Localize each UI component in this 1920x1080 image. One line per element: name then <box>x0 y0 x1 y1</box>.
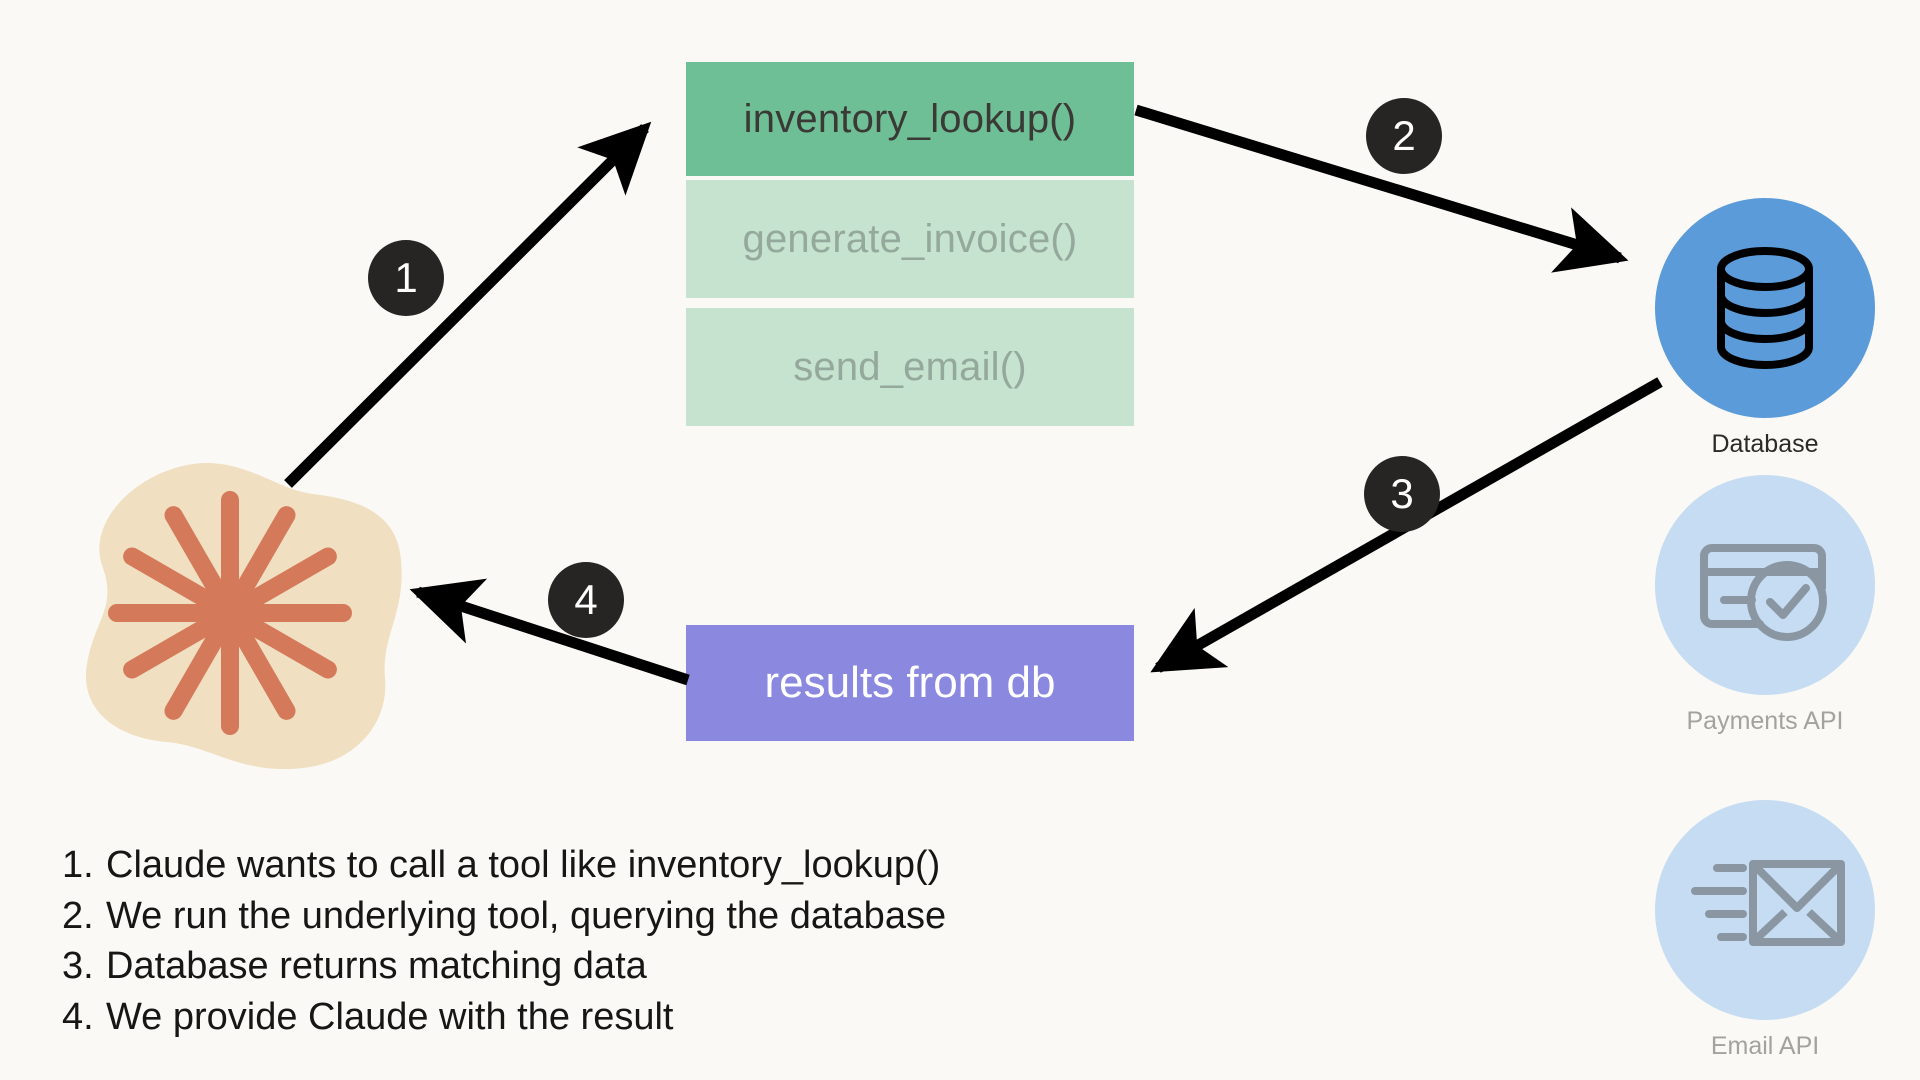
legend-item: 2. We run the underlying tool, querying … <box>62 891 1212 942</box>
service-label: Database <box>1711 430 1819 458</box>
step-badge-4: 4 <box>548 562 624 638</box>
legend-item: 1. Claude wants to call a tool like inve… <box>62 840 1212 891</box>
envelope-speed-icon <box>1691 860 1845 946</box>
legend-number: 2. <box>62 894 94 937</box>
legend-text: We run the underlying tool, querying the… <box>106 894 947 937</box>
service-email[interactable]: Email API <box>1655 800 1875 1061</box>
service-label: Payments API <box>1686 707 1844 735</box>
legend-number: 1. <box>62 844 94 886</box>
legend-item: 3. Database returns matching data <box>62 941 1212 992</box>
service-label: Email API <box>1710 1032 1820 1060</box>
credit-card-check-icon <box>1700 544 1827 641</box>
database-cylinder-icon <box>1717 247 1813 369</box>
step-badge-number: 3 <box>1390 470 1414 517</box>
tool-label: generate_invoice() <box>742 216 1078 261</box>
claude-agent-node[interactable] <box>45 450 415 780</box>
result-box[interactable]: results from db <box>686 625 1134 741</box>
step-badge-number: 2 <box>1392 112 1416 159</box>
step-badge-number: 1 <box>394 254 418 301</box>
legend-text: We provide Claude with the result <box>106 995 674 1038</box>
tool-label: inventory_lookup() <box>743 96 1077 141</box>
service-database[interactable]: Database <box>1655 198 1875 459</box>
step-badge-3: 3 <box>1364 456 1440 532</box>
legend-text: Database returns matching data <box>106 945 647 988</box>
tool-box-inventory-lookup[interactable]: inventory_lookup() <box>686 62 1134 176</box>
legend-text: Claude wants to call a tool like invento… <box>106 844 941 886</box>
tool-box-generate-invoice[interactable]: generate_invoice() <box>686 180 1134 298</box>
step-badge-number: 4 <box>574 576 598 623</box>
step-badge-2: 2 <box>1366 98 1442 174</box>
service-payments[interactable]: Payments API <box>1655 475 1875 736</box>
tool-box-send-email[interactable]: send_email() <box>686 308 1134 426</box>
result-label: results from db <box>764 658 1056 707</box>
legend-number: 4. <box>62 995 94 1038</box>
database-circle <box>1655 198 1875 418</box>
tool-label: send_email() <box>793 344 1027 389</box>
email-circle <box>1655 800 1875 1020</box>
legend-item: 4. We provide Claude with the result <box>62 992 1212 1043</box>
legend-list: 1. Claude wants to call a tool like inve… <box>62 840 1212 1042</box>
arrow-claude-to-tool <box>284 121 652 488</box>
legend-number: 3. <box>62 945 94 988</box>
payments-circle <box>1655 475 1875 695</box>
step-badge-1: 1 <box>368 240 444 316</box>
claude-starburst-icon <box>85 463 402 770</box>
